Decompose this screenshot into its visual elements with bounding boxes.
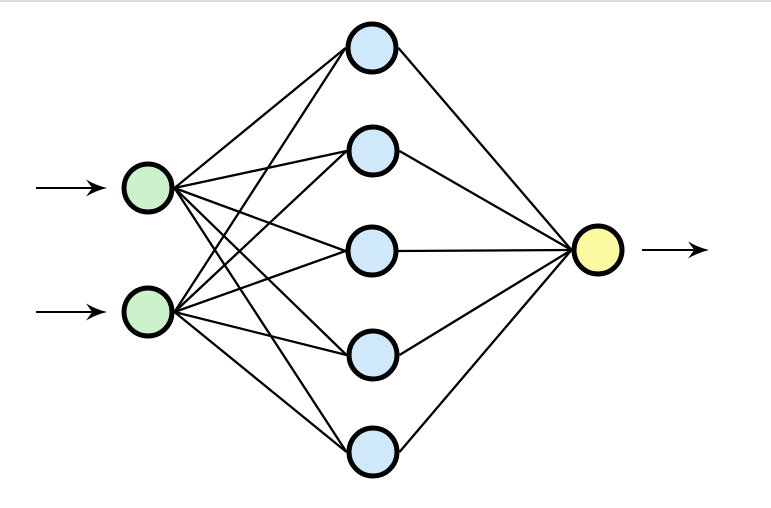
edge-input-1-hidden-3	[174, 186, 346, 253]
input-layer	[121, 161, 175, 339]
node-hidden-5	[346, 425, 400, 479]
node-input-2	[121, 285, 175, 339]
edge-input-1-hidden-4	[173, 187, 348, 356]
edge-input-2-hidden-4	[174, 310, 347, 357]
node-hidden-2	[346, 124, 400, 178]
input-arrow-1-arrowhead-icon	[86, 179, 107, 197]
node-input-1	[121, 161, 175, 215]
node-hidden-1	[345, 21, 399, 75]
edges	[173, 47, 573, 453]
window-top-border	[0, 0, 771, 2]
edge-input-2-hidden-5	[173, 311, 348, 453]
edge-hidden-4-output-1	[398, 249, 573, 356]
edge-input-1-hidden-5	[173, 187, 348, 453]
edge-input-1-hidden-1	[173, 47, 347, 189]
edge-input-2-hidden-3	[174, 249, 346, 314]
edge-input-1-hidden-2	[174, 149, 347, 190]
input-arrow-2	[36, 303, 107, 321]
edge-hidden-1-output-1	[397, 47, 573, 251]
node-output-1	[571, 223, 625, 277]
output-layer	[571, 223, 625, 277]
edge-hidden-5-output-1	[398, 249, 573, 453]
hidden-layer	[345, 21, 400, 479]
node-hidden-4	[346, 328, 400, 382]
input-arrow-1	[36, 179, 107, 197]
edge-hidden-2-output-1	[398, 150, 573, 251]
input-arrow-2-arrowhead-icon	[86, 303, 107, 321]
edge-input-2-hidden-2	[173, 150, 348, 313]
node-hidden-3	[345, 224, 399, 278]
edge-input-2-hidden-1	[173, 47, 347, 313]
edge-hidden-3-output-1	[398, 248, 572, 253]
output-arrow-arrowhead-icon	[688, 241, 709, 259]
output-arrow	[642, 241, 709, 259]
